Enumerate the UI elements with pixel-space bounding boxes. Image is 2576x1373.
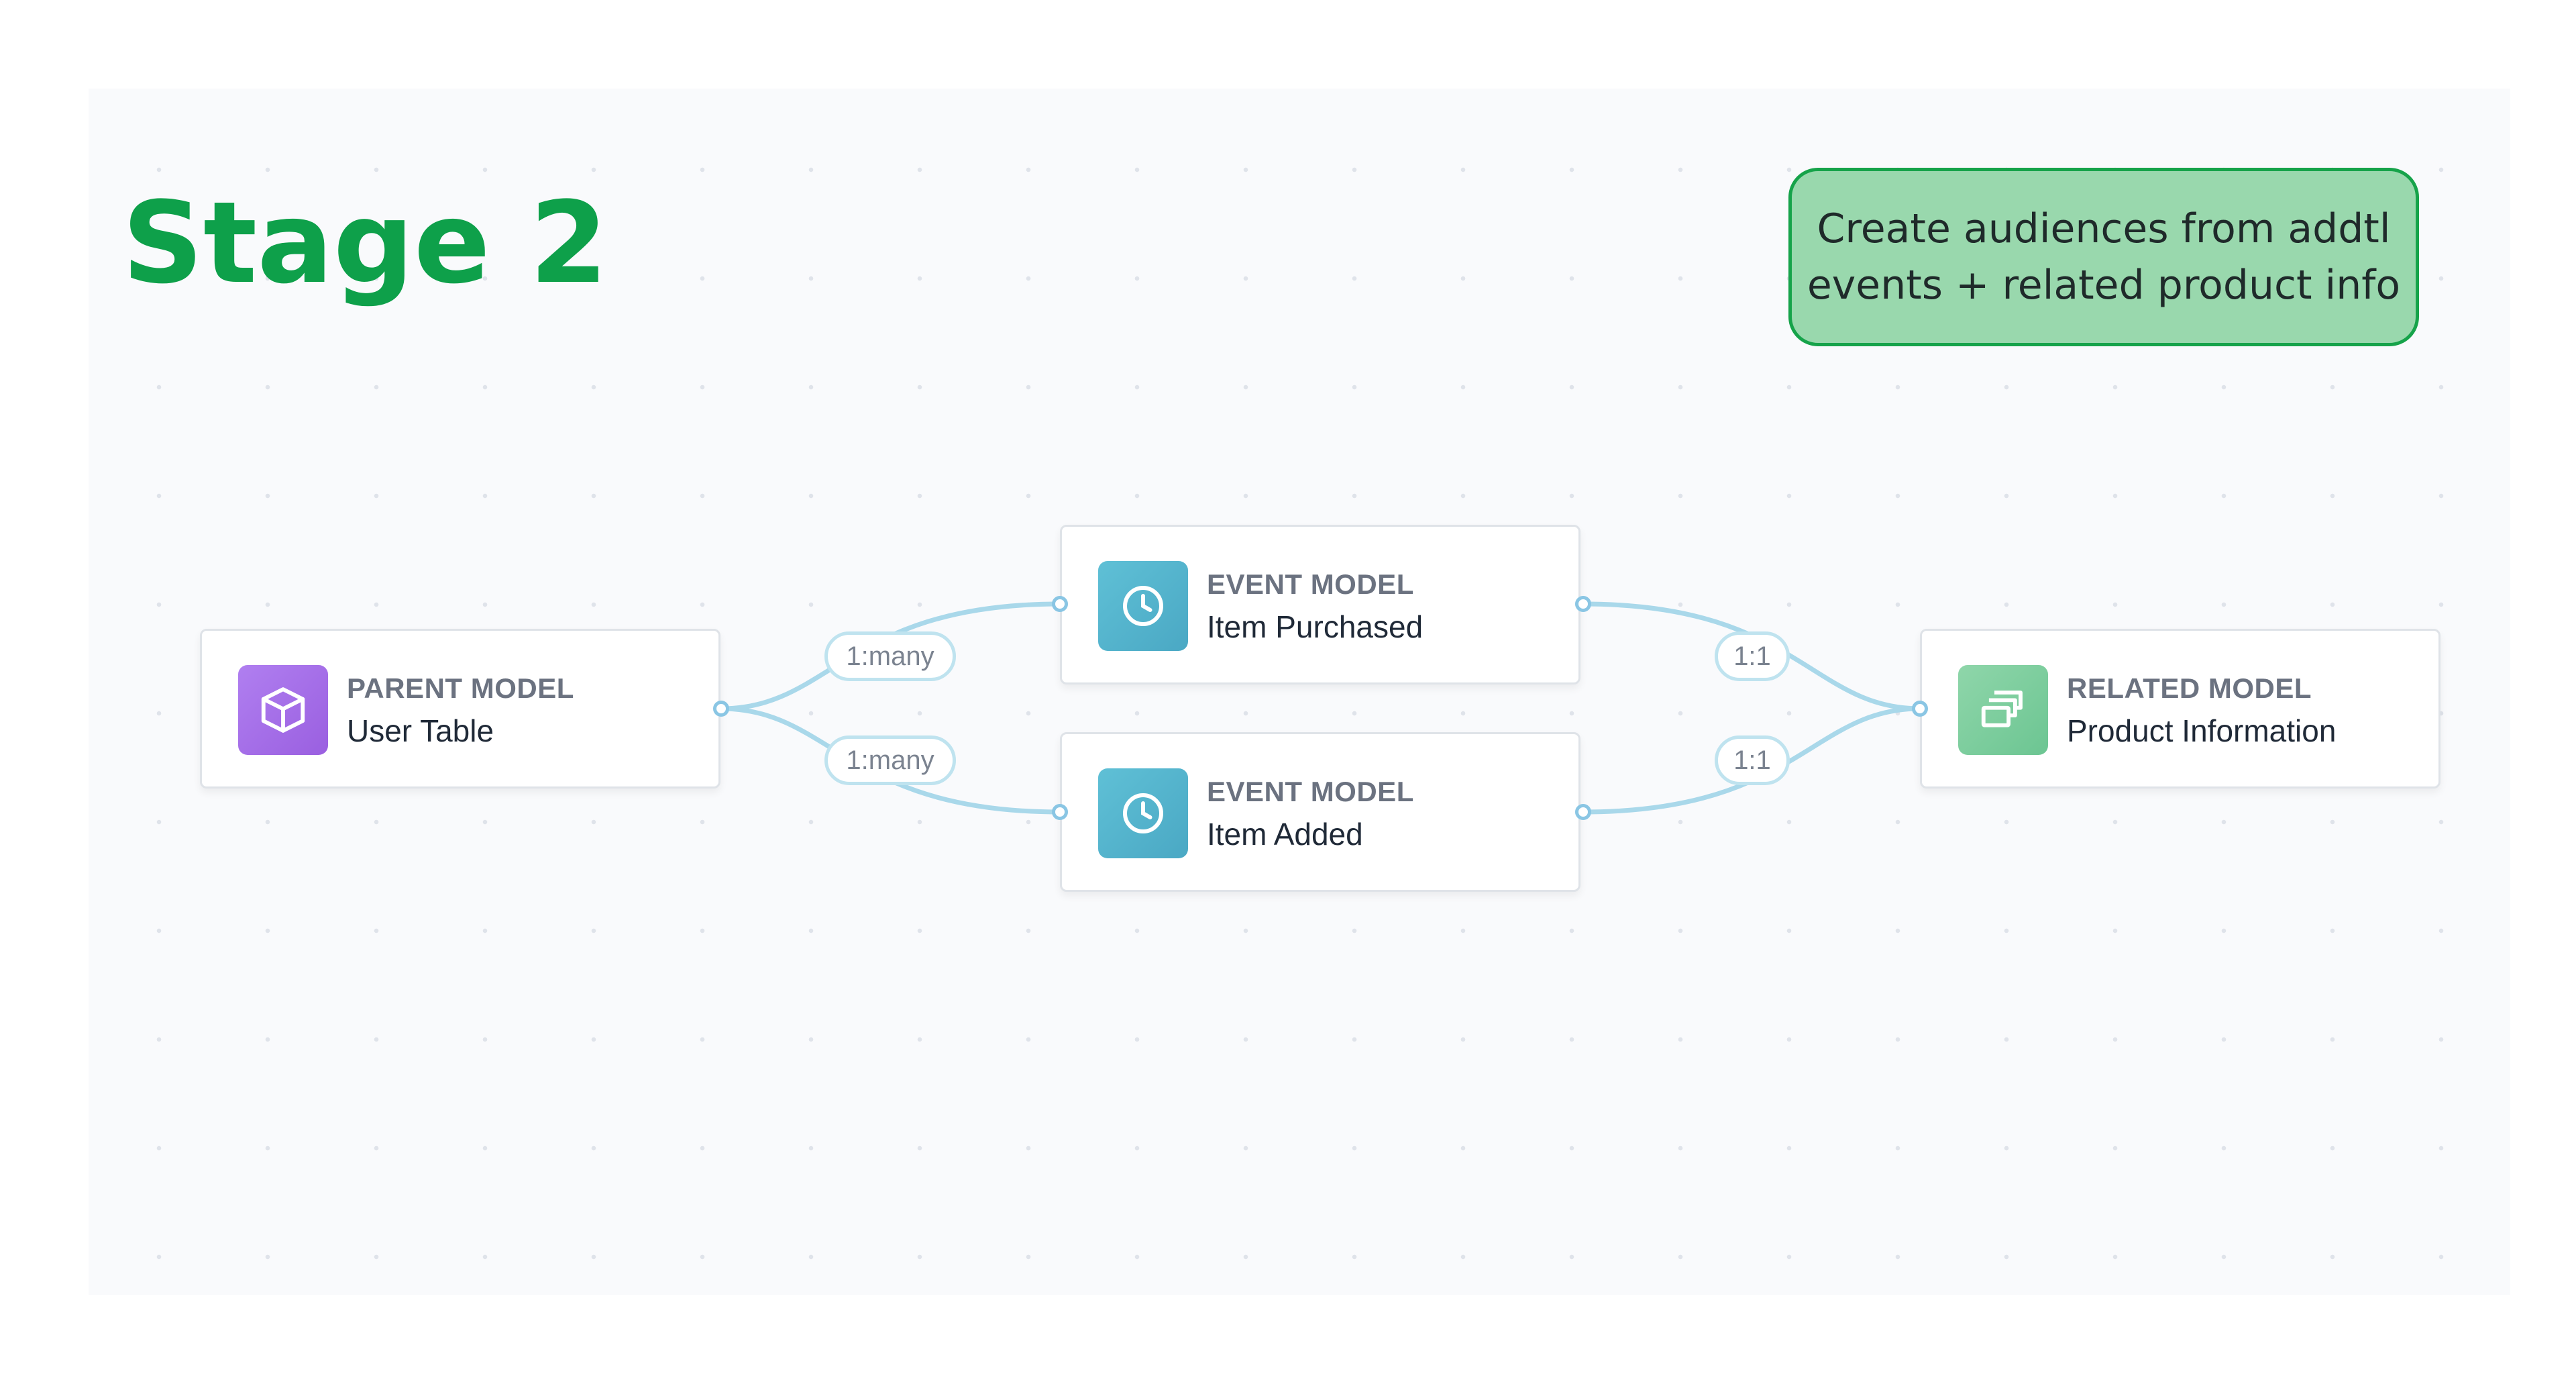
node-type-label: EVENT MODEL [1207, 568, 1414, 600]
node-type-label: EVENT MODEL [1207, 776, 1414, 807]
port-added-out[interactable] [1575, 804, 1591, 820]
node-name-label: Item Added [1207, 817, 1363, 852]
cube-icon [238, 665, 328, 755]
edge-label-parent-purchased[interactable]: 1:many [824, 631, 956, 681]
port-added-in[interactable] [1052, 804, 1068, 820]
node-event-item-purchased[interactable]: EVENT MODEL Item Purchased [1060, 525, 1580, 684]
clock-icon [1098, 768, 1188, 858]
node-type-label: PARENT MODEL [347, 672, 574, 704]
port-parent-out[interactable] [713, 701, 729, 717]
port-purchased-out[interactable] [1575, 596, 1591, 612]
port-related-in[interactable] [1912, 701, 1928, 717]
callout-line-1: Create audiences from addtl [1817, 205, 2391, 252]
edge-label-parent-added[interactable]: 1:many [824, 735, 956, 785]
page-title: Stage 2 [122, 177, 608, 309]
clock-icon [1098, 561, 1188, 651]
node-name-label: Product Information [2067, 713, 2337, 748]
edge-label-purchased-related[interactable]: 1:1 [1715, 631, 1790, 681]
node-type-label: RELATED MODEL [2067, 672, 2312, 704]
port-purchased-in[interactable] [1052, 596, 1068, 612]
node-event-item-added[interactable]: EVENT MODEL Item Added [1060, 732, 1580, 892]
callout-line-2: events + related product info [1807, 262, 2401, 309]
node-related-model[interactable]: RELATED MODEL Product Information [1920, 629, 2440, 789]
node-name-label: User Table [347, 713, 494, 748]
callout-box: Create audiences from addtl events + rel… [1788, 168, 2419, 346]
edge-label-added-related[interactable]: 1:1 [1715, 735, 1790, 785]
stacked-layers-icon [1958, 665, 2048, 755]
node-parent-model[interactable]: PARENT MODEL User Table [200, 629, 720, 789]
node-name-label: Item Purchased [1207, 609, 1424, 644]
